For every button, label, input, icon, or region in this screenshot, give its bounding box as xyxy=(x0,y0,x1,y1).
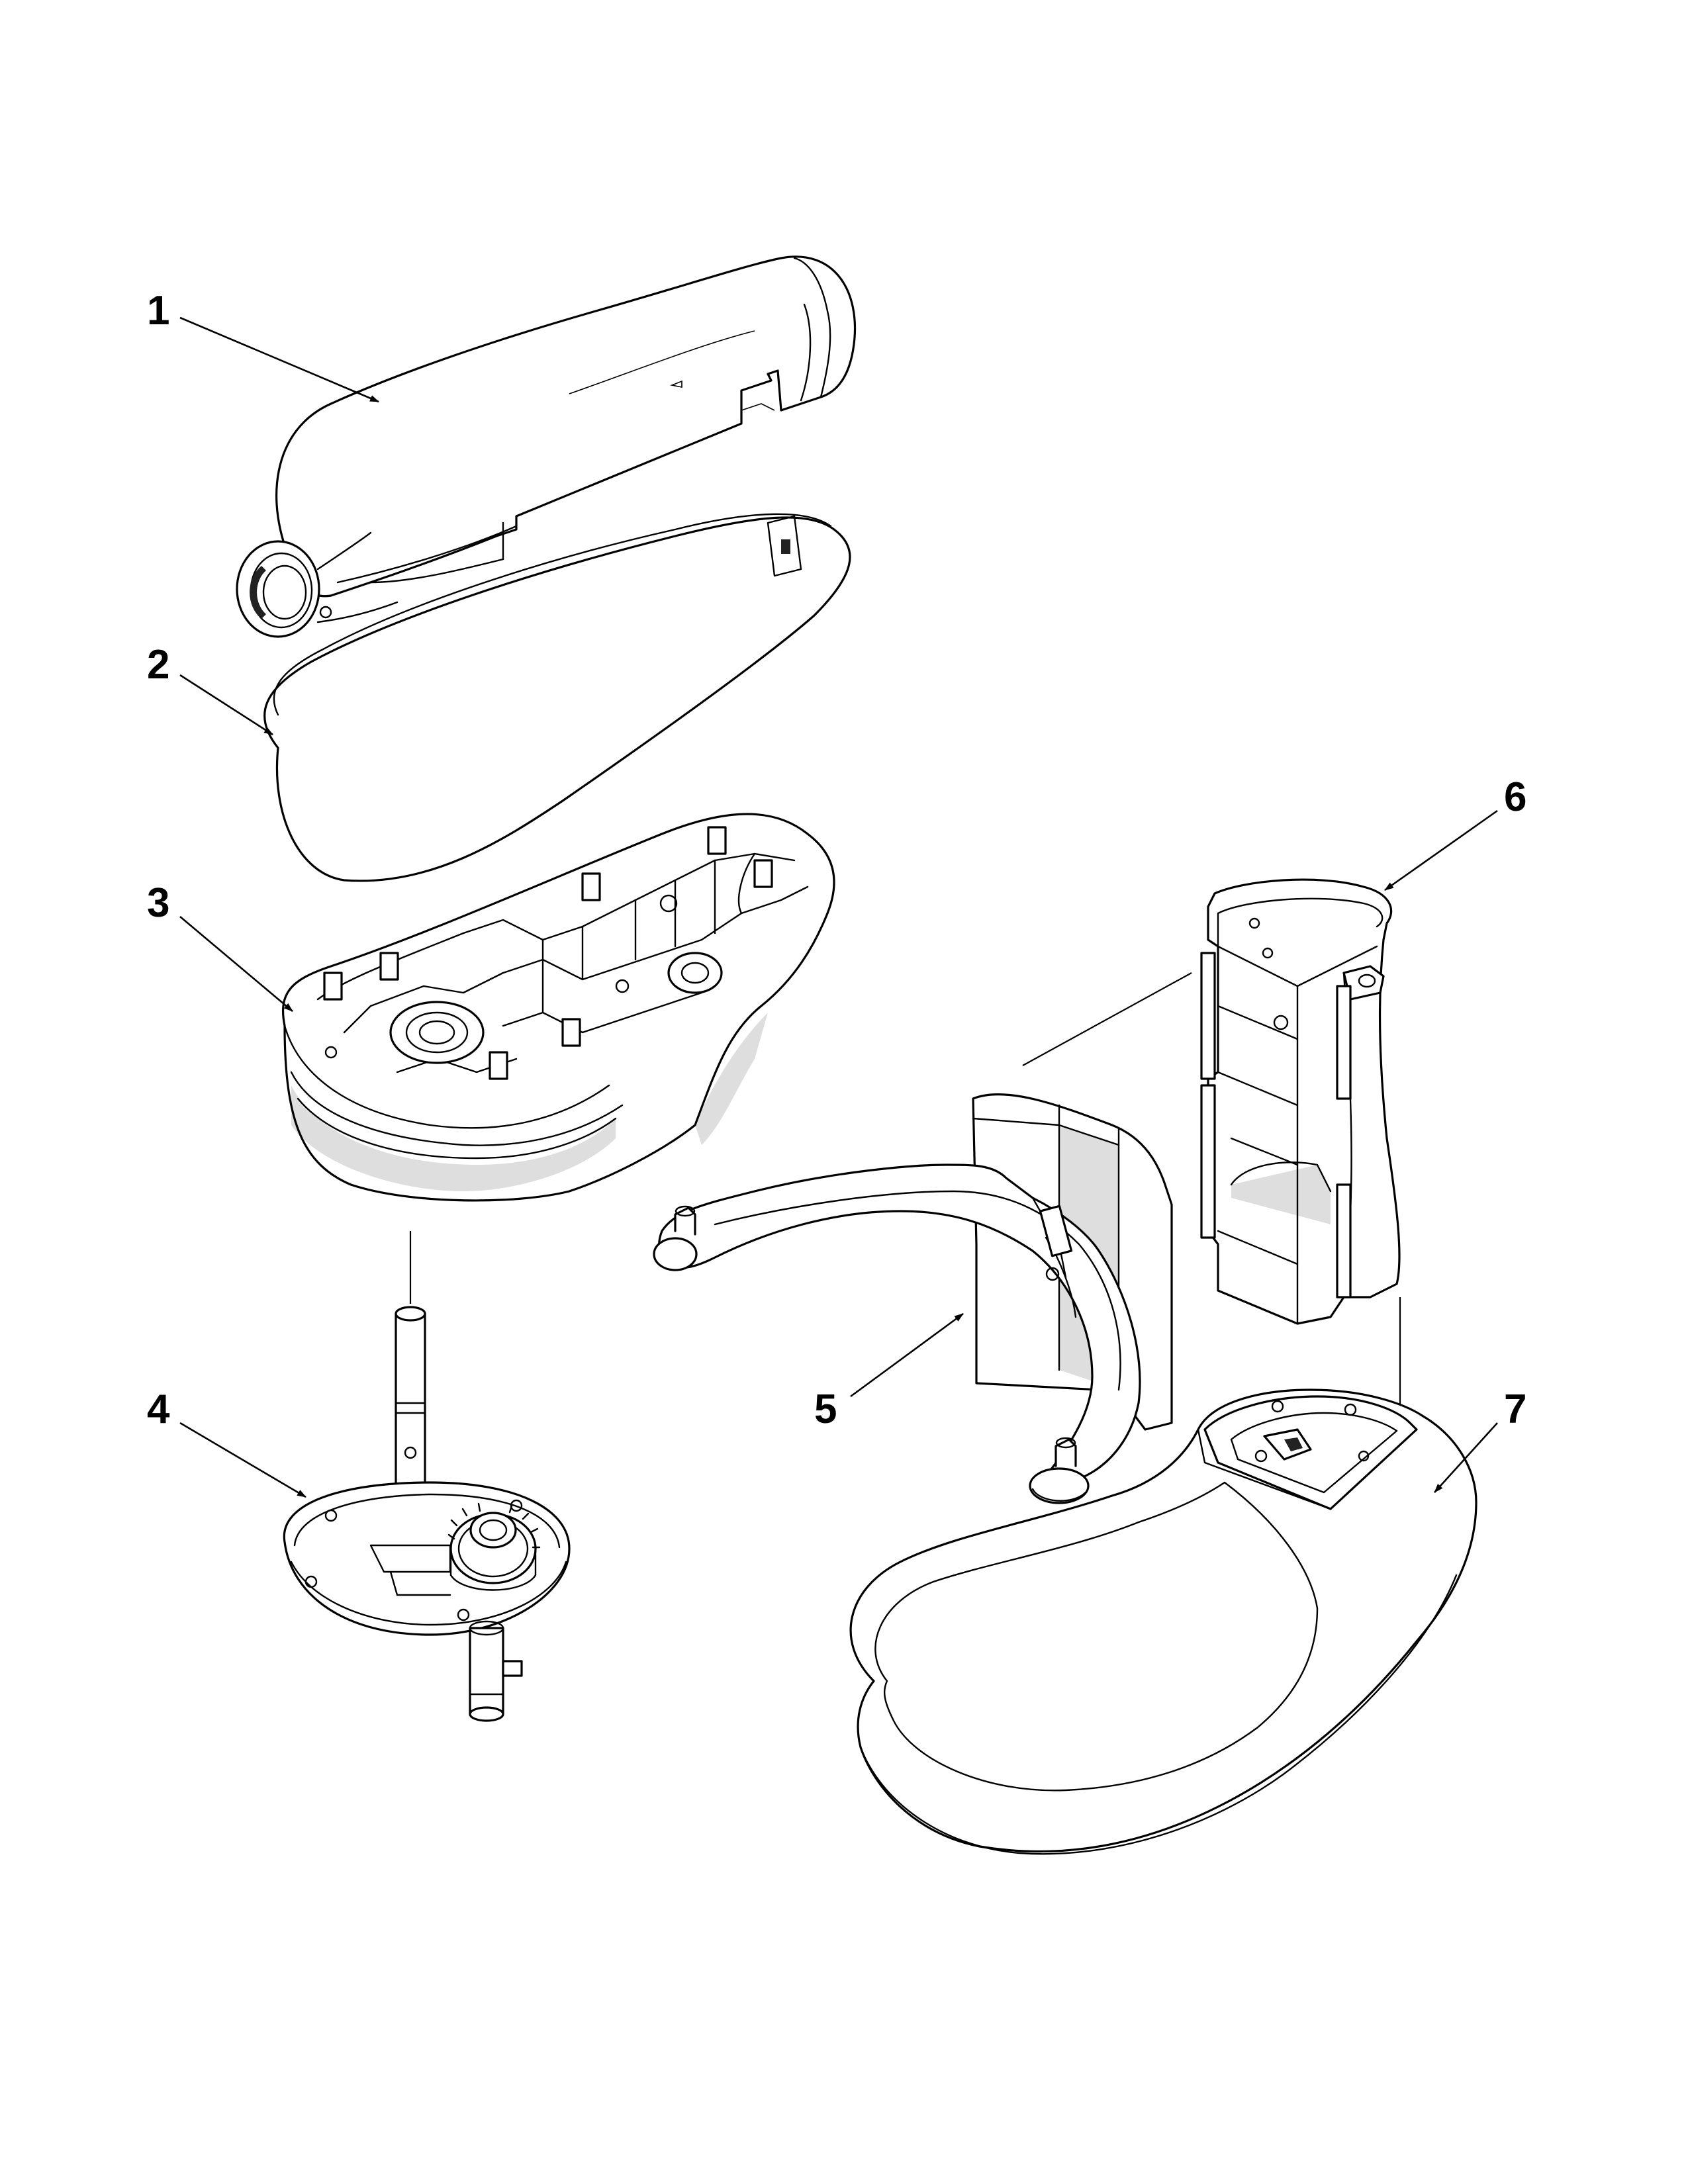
svg-text:6: 6 xyxy=(1504,774,1526,820)
callout-3: 3 xyxy=(147,880,293,1012)
svg-text:1: 1 xyxy=(147,288,169,334)
svg-text:4: 4 xyxy=(147,1387,170,1432)
svg-text:5: 5 xyxy=(814,1387,837,1432)
callout-7: 7 xyxy=(1434,1387,1526,1493)
part-5-bowl-clamp-arm[interactable] xyxy=(653,972,1192,1504)
svg-text:3: 3 xyxy=(147,880,169,926)
callout-5: 5 xyxy=(814,1312,964,1432)
part-2-band-ring[interactable] xyxy=(263,513,851,882)
svg-text:2: 2 xyxy=(147,642,169,688)
part-7-base[interactable] xyxy=(849,1297,1477,1855)
callout-1: 1 xyxy=(147,288,379,403)
callout-4: 4 xyxy=(147,1387,306,1498)
part-3-gear-housing[interactable] xyxy=(281,813,835,1202)
callout-2: 2 xyxy=(147,642,273,736)
attachment-hub-icon xyxy=(236,531,399,638)
svg-text:7: 7 xyxy=(1504,1387,1526,1432)
part-4-planetary-spindle[interactable] xyxy=(283,1231,571,1722)
gear-icon xyxy=(447,1502,541,1591)
part-6-column-pedestal[interactable] xyxy=(1200,878,1401,1325)
callout-6: 6 xyxy=(1384,774,1526,891)
part-1-motor-housing-cover[interactable] xyxy=(236,255,857,638)
